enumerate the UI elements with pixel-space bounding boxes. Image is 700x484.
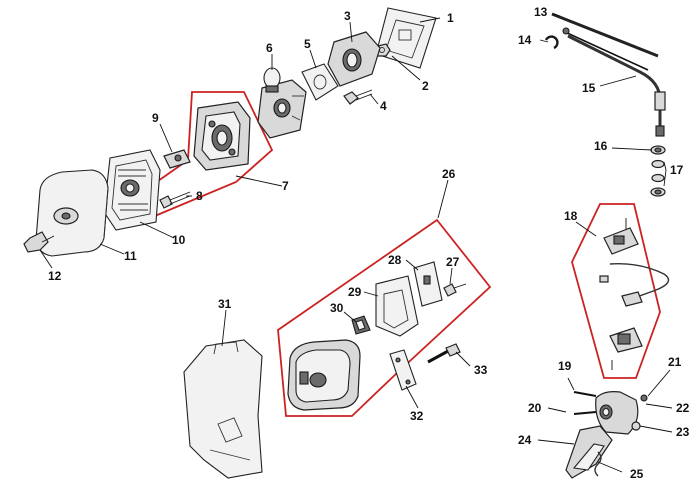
callout-10: 10 (172, 233, 186, 247)
part-33-bolt (427, 343, 461, 364)
part-8-screw (159, 191, 191, 209)
part-1-gasket (375, 7, 437, 69)
part-5-gasket (301, 63, 339, 101)
callout-22: 22 (676, 401, 690, 415)
part-27-screw (443, 283, 467, 297)
callout-8: 8 (196, 189, 203, 203)
callout-3: 3 (344, 9, 351, 23)
callout-23: 23 (676, 425, 690, 439)
part-30-gasket (351, 315, 371, 335)
part-16-17-washers (650, 145, 666, 197)
callout-14: 14 (518, 33, 532, 47)
leader-lines (39, 13, 673, 473)
part-9-choke (163, 149, 191, 169)
part-7-filter-base (193, 101, 251, 171)
callout-17: 17 (670, 163, 684, 177)
part-18-switch-harness (599, 218, 670, 370)
part-11-filter-cover (35, 169, 109, 257)
callout-6: 6 (266, 41, 273, 55)
part-3-insulator (327, 31, 381, 87)
callout-12: 12 (48, 269, 62, 283)
callout-33: 33 (474, 363, 488, 377)
callout-labels: 1 2 3 4 5 6 7 8 9 10 11 12 13 14 15 16 1… (48, 5, 690, 481)
part-19-25-throttle-assembly (565, 391, 648, 479)
callout-27: 27 (446, 255, 460, 269)
callout-25: 25 (630, 467, 644, 481)
part-32-plate (389, 349, 417, 391)
callout-20: 20 (528, 401, 542, 415)
callout-32: 32 (410, 409, 424, 423)
callout-29: 29 (348, 285, 362, 299)
callout-31: 31 (218, 297, 232, 311)
callout-21: 21 (668, 355, 682, 369)
part-10-filter-element (103, 149, 161, 231)
callout-18: 18 (564, 209, 578, 223)
callout-1: 1 (447, 11, 454, 25)
callout-4: 4 (380, 99, 387, 113)
part-4-bolt (343, 89, 373, 105)
part-6-carburetor (257, 67, 307, 139)
callout-30: 30 (330, 301, 344, 315)
group-outline-26 (277, 218, 492, 417)
part-15-cable-housing (567, 34, 666, 137)
callout-5: 5 (304, 37, 311, 51)
callout-26: 26 (442, 167, 456, 181)
part-26-muffler (287, 339, 361, 411)
callout-13: 13 (534, 5, 548, 19)
callout-24: 24 (518, 433, 532, 447)
callout-15: 15 (582, 81, 596, 95)
callout-11: 11 (124, 249, 137, 263)
part-28-bracket (413, 261, 443, 307)
callout-9: 9 (152, 111, 159, 125)
callout-16: 16 (594, 139, 608, 153)
callout-19: 19 (558, 359, 572, 373)
callout-28: 28 (388, 253, 402, 267)
part-14-clip (544, 35, 559, 50)
callout-7: 7 (282, 179, 289, 193)
part-13-cable (551, 12, 659, 71)
part-29-heat-shield (375, 275, 419, 337)
part-31-shroud (183, 339, 263, 479)
group-outline-18 (571, 203, 661, 379)
callout-2: 2 (422, 79, 429, 93)
